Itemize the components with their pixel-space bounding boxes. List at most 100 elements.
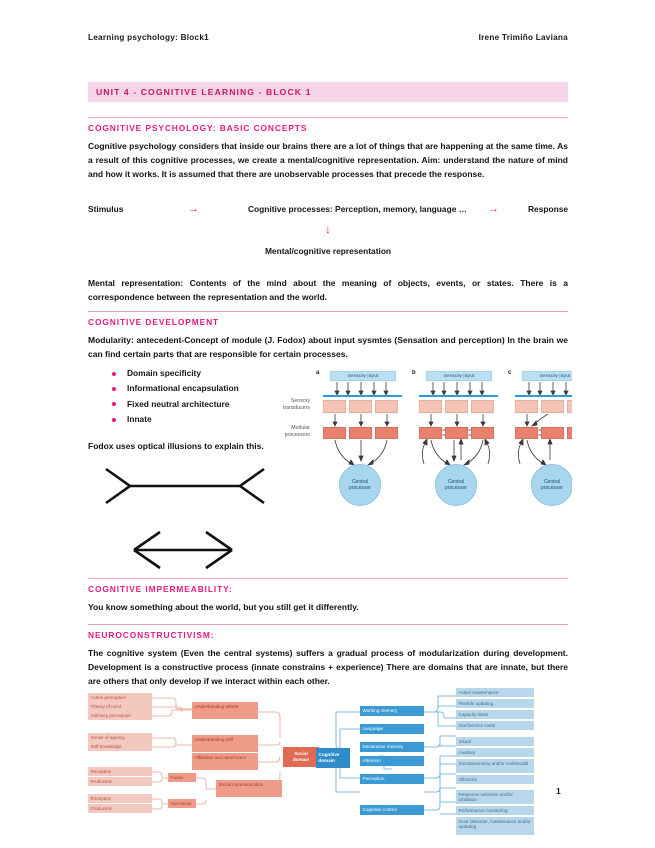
paragraph-neuroconstructivism: The cognitive system (Even the central s… bbox=[88, 648, 568, 686]
panel-letter-c: c bbox=[508, 370, 512, 376]
sensory-transducer-box bbox=[515, 400, 538, 413]
flow-down-arrow: ↓ bbox=[325, 222, 331, 236]
social-diagram-connectors bbox=[152, 697, 281, 810]
cognitive-leaf: Response selection and/or inhibition bbox=[456, 790, 534, 804]
sensory-transducer-box bbox=[419, 400, 442, 413]
page-number: 1 bbox=[556, 786, 561, 796]
flow-representation: Mental/cognitive representation bbox=[264, 246, 392, 256]
cognitive-mid: Cognitive control bbox=[360, 805, 424, 815]
flow-arrow-2: → bbox=[487, 203, 499, 215]
sensory-input-box: Sensory input bbox=[426, 371, 492, 381]
cognitive-mid: Language bbox=[360, 724, 424, 734]
social-mid: Understanding others bbox=[192, 702, 258, 719]
sensory-transducer-box bbox=[471, 400, 494, 413]
cognitive-leaf: Olfactory bbox=[456, 775, 534, 784]
modularity-figure: Sensory transducers Modular processors a… bbox=[272, 368, 572, 523]
cognitive-leaf: Auditory bbox=[456, 748, 534, 757]
paragraph-mental-representation: Mental representation: Contents of the m… bbox=[88, 278, 568, 302]
modularity-panel-b: b Sensory input bbox=[412, 368, 498, 523]
section-rule bbox=[88, 117, 568, 118]
modular-processor-box bbox=[541, 427, 564, 439]
section-title-impermeability: COGNITIVE IMPERMEABILITY: bbox=[88, 584, 233, 594]
social-leaf: Animacy perception bbox=[88, 711, 152, 720]
social-leaf: Production bbox=[88, 804, 152, 813]
list-item: Informational encapsulation bbox=[112, 383, 302, 394]
social-leaf: Reception bbox=[88, 767, 152, 776]
cognitive-leaf: Interference costs bbox=[456, 721, 534, 730]
panel-b-blue-bar bbox=[419, 395, 498, 397]
flow-arrow-1: → bbox=[188, 203, 199, 215]
bullet-dot-icon bbox=[112, 371, 116, 376]
running-head-right: Irene Trimiño Laviana bbox=[478, 33, 568, 42]
sensory-transducer-box bbox=[375, 400, 398, 413]
illusion-caption: Fodox uses optical illusions to explain … bbox=[88, 441, 264, 451]
bullet-dot-icon bbox=[112, 417, 116, 422]
paragraph-impermeability: You know something about the world, but … bbox=[88, 602, 359, 612]
cognitive-mid: Attention bbox=[360, 756, 424, 766]
illusion-caption-block: Fodox uses optical illusions to explain … bbox=[88, 440, 303, 454]
modular-processor-box bbox=[471, 427, 494, 439]
section-basic-concepts: COGNITIVE PSYCHOLOGY: BASIC CONCEPTS Cog… bbox=[88, 117, 568, 181]
social-sub-facial: Facial bbox=[168, 773, 196, 782]
panel-c-connectors bbox=[518, 382, 569, 466]
stimulus-response-row: Stimulus → Cognitive processes: Percepti… bbox=[88, 203, 568, 215]
social-leaf: Action perception bbox=[88, 693, 152, 702]
modular-processor-box bbox=[323, 427, 346, 439]
cognitive-leaf: Flexible updating bbox=[456, 699, 534, 708]
muller-lyer-illusion bbox=[92, 462, 307, 572]
central-processor-node: Central processor bbox=[339, 464, 381, 506]
list-item: Innate bbox=[112, 414, 302, 425]
panel-c-blue-bar bbox=[515, 395, 572, 397]
flow-processes: Cognitive processes: Perception, memory,… bbox=[248, 204, 468, 214]
cognitive-mid: Declarative memory bbox=[360, 742, 424, 752]
social-mid: Social communication bbox=[216, 780, 282, 797]
section-impermeability: COGNITIVE IMPERMEABILITY: You know somet… bbox=[88, 578, 568, 615]
sensory-transducer-box bbox=[349, 400, 372, 413]
panel-letter-a: a bbox=[316, 370, 320, 376]
running-head-left: Learning psychology: Block1 bbox=[88, 33, 209, 42]
flow-response: Response bbox=[527, 204, 569, 214]
central-processor-node: Central processor bbox=[435, 464, 477, 506]
section-title-cognitive-development: COGNITIVE DEVELOPMENT bbox=[88, 317, 220, 327]
sensory-transducer-box bbox=[567, 400, 572, 413]
modular-processor-box bbox=[567, 427, 572, 439]
section-title-neuroconstructivism: NEUROCONSTRUCTIVISM: bbox=[88, 630, 215, 640]
modularity-bullet-list: Domain specificity Informational encapsu… bbox=[112, 368, 302, 430]
cognitive-leaf: Active maintenance bbox=[456, 688, 534, 697]
panel-b-connectors bbox=[422, 382, 490, 466]
modularity-panel-c: c Sensory input bbox=[508, 368, 572, 523]
list-item: Domain specificity bbox=[112, 368, 302, 379]
social-leaf: Self knowledge bbox=[88, 742, 152, 751]
cognitive-leaf: Somatosensory and/or multimodal bbox=[456, 759, 534, 773]
sensory-input-box: Sensory input bbox=[522, 371, 572, 381]
modular-processor-box bbox=[419, 427, 442, 439]
social-leaf: Production bbox=[88, 777, 152, 786]
central-processor-node: Central processor bbox=[531, 464, 572, 506]
muller-lyer-svg bbox=[105, 467, 265, 570]
cognitive-mid: Perception bbox=[360, 774, 424, 784]
modular-processor-box bbox=[515, 427, 538, 439]
social-leaf: Theory of mind bbox=[88, 702, 152, 711]
section-rule bbox=[88, 578, 568, 579]
cognitive-leaf: Visual bbox=[456, 737, 534, 746]
sensory-transducer-box bbox=[445, 400, 468, 413]
social-mid: Understanding self bbox=[192, 735, 258, 752]
flow-stimulus: Stimulus bbox=[88, 204, 124, 214]
sensory-transducer-box bbox=[323, 400, 346, 413]
section-rule bbox=[88, 624, 568, 625]
sensory-transducer-box bbox=[541, 400, 564, 413]
modular-processor-box bbox=[375, 427, 398, 439]
bullet-label: Domain specificity bbox=[127, 368, 202, 378]
bullet-label: Informational encapsulation bbox=[127, 383, 239, 394]
mental-representation-block: Mental representation: Contents of the m… bbox=[88, 270, 568, 305]
section-rule bbox=[88, 311, 568, 312]
bullet-dot-icon bbox=[112, 386, 116, 391]
section-neuroconstructivism: NEUROCONSTRUCTIVISM: The cognitive syste… bbox=[88, 624, 568, 688]
unit-banner-label: UNIT 4 - COGNITIVE LEARNING - BLOCK 1 bbox=[96, 87, 312, 97]
panel-a-blue-bar bbox=[323, 395, 402, 397]
list-item: Fixed neutral architecture bbox=[112, 399, 302, 410]
modularity-panel-a: a Sensory input bbox=[316, 368, 402, 523]
label-modular-processors: Modular processors bbox=[284, 425, 310, 438]
label-sensory-transducers: Sensory transducers bbox=[282, 398, 310, 411]
